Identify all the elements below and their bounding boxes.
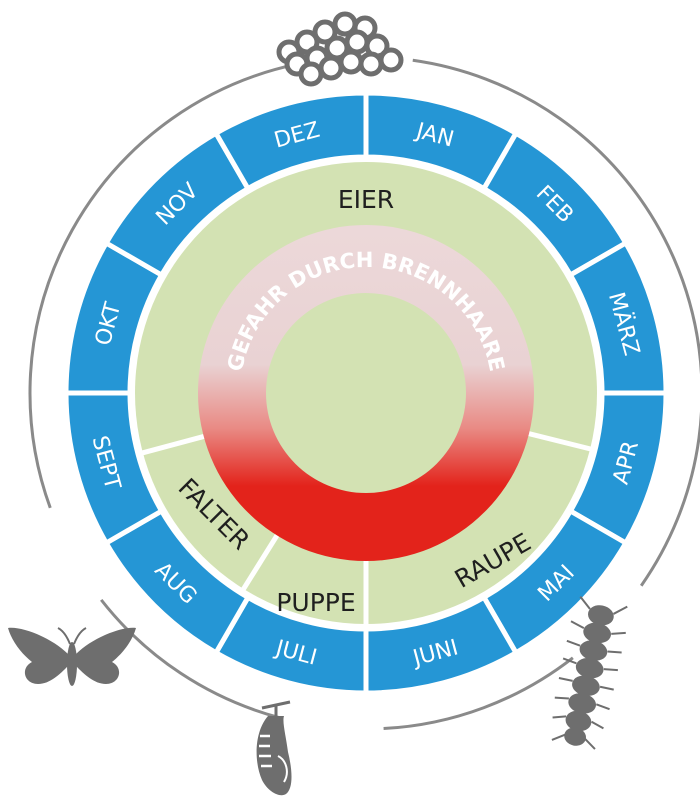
- outer-ring-arc: [412, 58, 700, 587]
- eggs-icon: [276, 11, 404, 87]
- moth-icon: [8, 627, 136, 686]
- outer-ring-arc: [100, 598, 280, 719]
- month-ring: [63, 90, 669, 696]
- caterpillar-icon: [551, 596, 628, 750]
- outer-cycle-ring: [28, 58, 700, 731]
- pupa-icon: [256, 700, 292, 796]
- phase-label-pupa: PUPPE: [276, 588, 355, 617]
- danger-ring: [198, 225, 534, 561]
- outer-ring-arc: [28, 62, 297, 509]
- outer-ring-arc: [383, 656, 574, 731]
- month-segment: [212, 90, 369, 193]
- phase-label-eggs: EIER: [338, 185, 394, 214]
